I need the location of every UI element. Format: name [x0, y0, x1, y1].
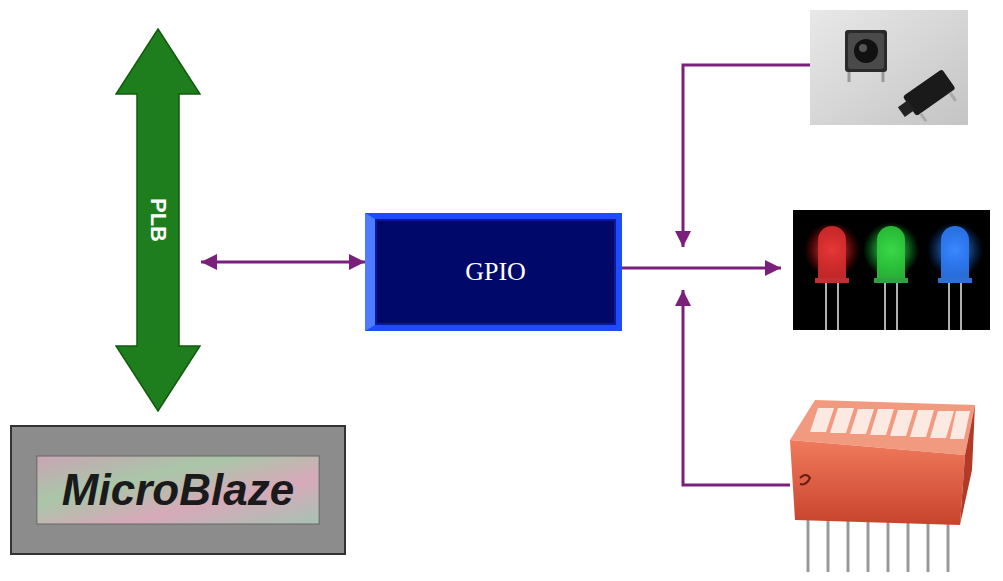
bus-label: PLB — [145, 198, 171, 242]
wire — [683, 65, 810, 247]
led-photo — [793, 210, 990, 330]
gpio-block: GPIO — [365, 213, 622, 331]
bus-connector — [201, 261, 365, 264]
logo-text: MicroBlaze — [62, 465, 294, 515]
bus-arrow: PLB — [115, 28, 201, 412]
pushbutton-photo — [810, 10, 968, 130]
logo-panel — [37, 456, 319, 524]
signal-wires — [620, 65, 810, 485]
processor-box: MicroBlaze — [10, 425, 346, 555]
wire — [620, 267, 781, 270]
wire — [683, 290, 790, 485]
dip-switch-photo — [790, 400, 975, 572]
block-label: GPIO — [465, 257, 526, 287]
